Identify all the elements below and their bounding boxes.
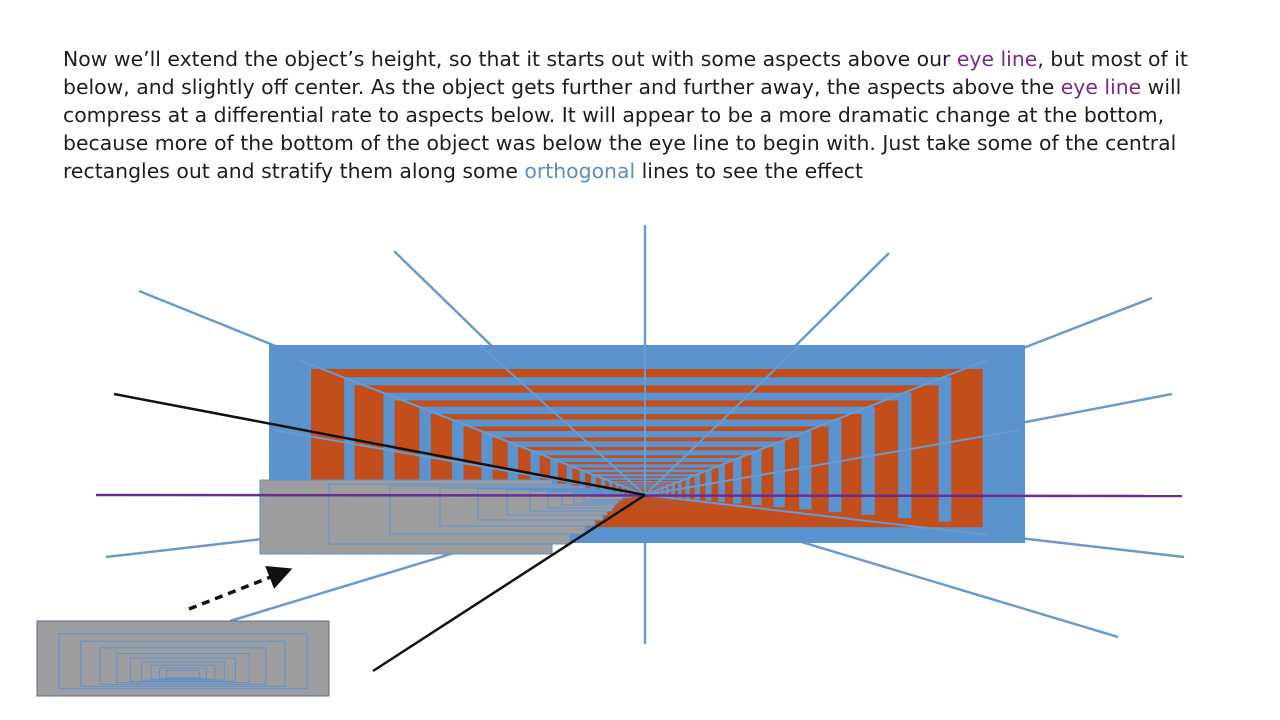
- frame-wall-right: [711, 467, 719, 502]
- frame-wall-right: [951, 368, 983, 528]
- frame-wall-left: [557, 462, 567, 504]
- frame-wall-right: [681, 479, 686, 499]
- small-inner-rectangle: [99, 647, 267, 685]
- tunnel-radial-line: [644, 429, 1021, 496]
- small-inner-rectangle: [159, 667, 207, 679]
- small-reference-rectangles: [36, 620, 330, 697]
- frame-wall-right: [841, 414, 862, 516]
- frame-wall-bottom: [572, 500, 719, 502]
- frame-wall-bottom: [311, 521, 983, 528]
- caption-part-2: , but most of it below, and slightly off…: [63, 47, 1188, 99]
- frame-wall-left: [605, 479, 610, 499]
- sight-line-upper: [113, 392, 646, 497]
- frame-wall-right: [761, 447, 774, 508]
- frame-wall-bottom: [585, 499, 706, 501]
- eye-line-term: eye line: [1060, 75, 1142, 99]
- small-inner-rectangle: [165, 669, 201, 679]
- small-inner-rectangle: [116, 652, 250, 684]
- frame-wall-right: [784, 437, 800, 510]
- tunnel-radial-line: [479, 344, 646, 496]
- frame-wall-bottom: [595, 498, 695, 500]
- orthogonal-term: orthogonal: [524, 159, 636, 183]
- caption-text: Now we’ll extend the object’s height, so…: [63, 45, 1228, 185]
- frame-wall-bottom: [618, 496, 672, 498]
- frame-wall-right: [699, 472, 706, 501]
- small-inner-rectangle: [150, 664, 216, 680]
- frame-wall-bottom: [354, 518, 939, 523]
- frame-wall-bottom: [430, 512, 862, 516]
- frame-wall-right: [724, 462, 734, 504]
- frame-wall-bottom: [394, 515, 899, 520]
- frame-wall-top: [394, 400, 899, 407]
- stratified-rectangles: [259, 479, 623, 555]
- frame-wall-bottom: [605, 497, 686, 499]
- frame-wall-right: [689, 476, 695, 500]
- frame-wall-bottom: [557, 501, 734, 504]
- tunnel-radial-line: [644, 494, 988, 536]
- dashed-arrow: [188, 566, 293, 611]
- frame-wall-bottom: [517, 505, 774, 508]
- frame-wall-bottom: [539, 503, 752, 506]
- caption-part-1: Now we’ll extend the object’s height, so…: [63, 47, 957, 71]
- frame-wall-top: [354, 385, 939, 393]
- frame-wall-right: [874, 400, 899, 520]
- caption-part-3: will compress at a differential rate to …: [63, 75, 1182, 183]
- frame-wall-bottom: [492, 507, 800, 510]
- sight-line-lower: [372, 493, 646, 673]
- frame-wall-left: [572, 467, 580, 502]
- frame-wall-right: [911, 385, 939, 523]
- small-inner-rectangle: [58, 633, 308, 690]
- eye-line: [95, 493, 1183, 498]
- frame-wall-bottom: [463, 509, 829, 513]
- frame-wall-left: [595, 476, 601, 500]
- tunnel-radial-line: [644, 344, 801, 496]
- gray-rectangle: [591, 493, 623, 501]
- small-inner-rectangle: [80, 640, 286, 687]
- frame-wall-bottom: [612, 497, 679, 499]
- small-inner-rectangle: [130, 657, 236, 682]
- frame-wall-top: [311, 368, 983, 378]
- small-inner-rectangle: [141, 661, 225, 681]
- caption-part-4: lines to see the effect: [635, 159, 863, 183]
- frame-wall-left: [585, 472, 592, 501]
- frame-wall-right: [811, 426, 829, 513]
- frame-wall-right: [741, 455, 752, 506]
- tunnel-radial-line: [298, 359, 646, 496]
- frame-wall-top: [430, 414, 862, 420]
- tunnel-radial-line: [644, 359, 988, 496]
- eye-line-term: eye line: [956, 47, 1038, 71]
